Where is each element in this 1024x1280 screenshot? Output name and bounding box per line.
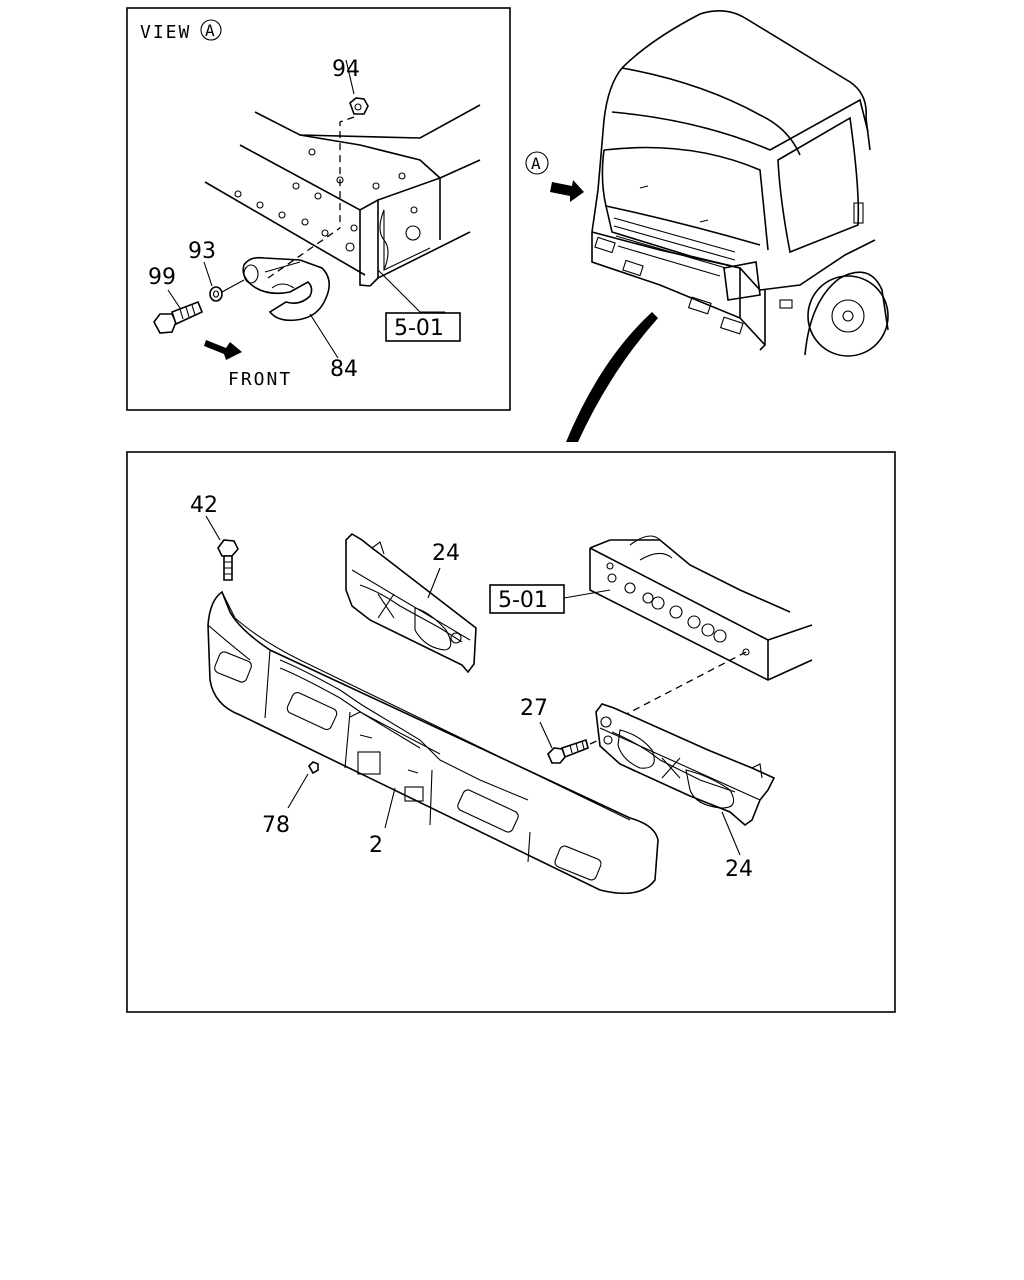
washer-93: [203, 261, 245, 302]
front-label: FRONT: [228, 369, 292, 390]
bolt-99: [153, 289, 204, 334]
view-a-marker-circle: [200, 19, 222, 41]
frame-rail-drawing: [204, 104, 481, 287]
callout-78: 78: [262, 813, 290, 838]
truck-cab-drawing: A: [525, 10, 889, 442]
main-frame: [126, 451, 896, 1013]
callout-curve-arrow: [566, 312, 658, 442]
ref-leader-view: [377, 269, 445, 313]
truck-view-marker-circle: [525, 151, 549, 175]
truck-view-marker-letter: A: [531, 154, 541, 173]
front-bumper-2: [207, 590, 659, 895]
callout-84: 84: [330, 357, 358, 382]
ref-box-view-text: 5-01: [394, 316, 444, 341]
ref-leader-main: [563, 589, 611, 599]
view-a-title: VIEW: [140, 22, 191, 43]
nut-78: [287, 761, 319, 809]
callout-2: 2: [369, 833, 383, 858]
callout-24-bottom: 24: [725, 857, 753, 882]
chassis-frame-end: [589, 535, 813, 721]
callout-93: 93: [188, 239, 216, 264]
nut-94: [339, 59, 369, 228]
callout-42: 42: [190, 493, 218, 518]
tow-hook-84: [242, 227, 341, 359]
ref-box-main-text: 5-01: [498, 588, 548, 613]
leader-2: [384, 787, 396, 829]
ref-box-view: [385, 312, 461, 342]
callout-94: 94: [332, 57, 360, 82]
ref-box-main: [489, 584, 565, 614]
view-a-marker-letter: A: [205, 21, 215, 40]
callout-99: 99: [148, 265, 176, 290]
view-a-frame: [126, 7, 511, 411]
bracket-24-bottom: [595, 703, 776, 856]
bolt-27: [539, 721, 611, 764]
view-a-panel: VIEW A: [126, 7, 511, 411]
bolt-42: [205, 515, 239, 581]
main-bumper-panel: 42 2 78: [126, 451, 896, 1013]
callout-24-top: 24: [432, 541, 460, 566]
callout-27: 27: [520, 696, 548, 721]
front-direction-arrow: [204, 340, 242, 360]
bracket-24-top: [345, 532, 477, 674]
view-direction-arrow: [550, 180, 584, 202]
